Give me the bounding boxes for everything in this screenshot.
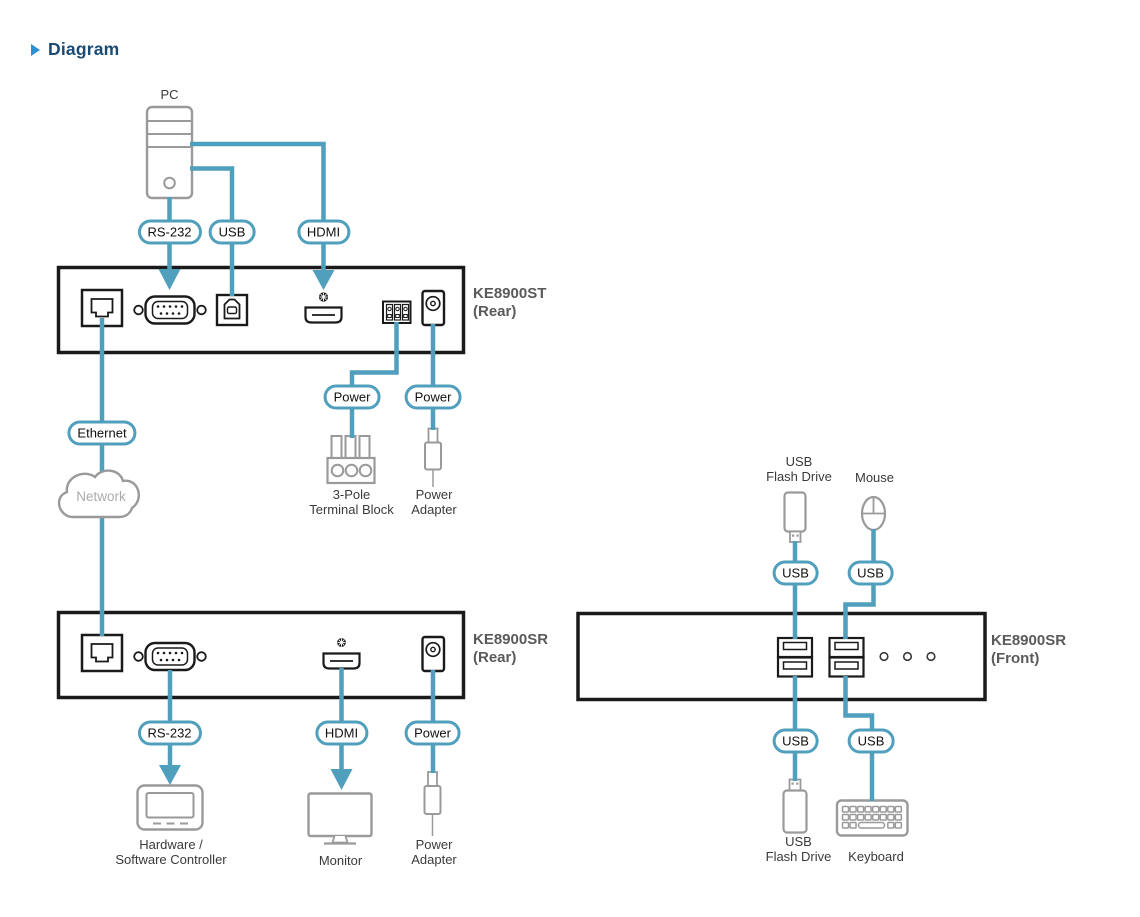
- line-pc-to-usb-st: [190, 166, 235, 296]
- ethernet-port-icon-sr: [80, 633, 124, 673]
- network-cloud-icon: [57, 469, 141, 519]
- power-adapter-icon-top: [424, 427, 442, 487]
- ke8900sr-rear-label: KE8900SR (Rear): [473, 631, 548, 666]
- power-adapter-top-label-line2: Adapter: [411, 501, 457, 517]
- ke8900sr-front-label: KE8900SR (Front): [991, 632, 1066, 667]
- pill-usb-flash-top: USB: [772, 560, 819, 586]
- connection-arrowheads: [158, 269, 353, 790]
- network-label: Network: [76, 489, 126, 504]
- usb-b-port-icon: [215, 293, 249, 327]
- pill-usb-keyboard: USB: [847, 728, 895, 753]
- mouse-label: Mouse: [854, 470, 895, 485]
- power-adapter-bottom-label-line1: Power: [415, 837, 453, 852]
- line-pc-to-hdmi-st: [190, 141, 326, 271]
- section-title: Diagram: [31, 39, 119, 60]
- pill-ethernet: Ethernet: [67, 420, 137, 446]
- pill-usb-top: USB: [208, 219, 256, 245]
- power-adapter-top-label: Power Adapter: [411, 487, 457, 517]
- hdmi-port-icon-sr: [322, 638, 361, 670]
- power-adapter-bottom-label: Power Adapter: [411, 837, 457, 867]
- usb-flash-icon-bottom: [782, 778, 808, 834]
- hdmi-port-icon-st: [304, 292, 343, 324]
- pill-power-adapter-top: Power: [404, 384, 462, 409]
- pill-power-terminal: Power: [323, 384, 381, 409]
- pill-power-adapter-bottom: Power: [404, 720, 461, 746]
- rs232-port-icon-st: [133, 295, 207, 325]
- line-front-to-keyboard: [843, 676, 875, 801]
- pc-icon: [145, 105, 194, 200]
- keyboard-icon: [835, 799, 909, 837]
- front-led-indicators: [879, 651, 936, 662]
- controller-icon: [136, 784, 204, 831]
- pc-label: PC: [160, 87, 179, 102]
- terminal-block-label-line2: Terminal Block: [309, 501, 394, 517]
- ke8900sr-front-model: KE8900SR: [991, 632, 1067, 649]
- power-adapter-icon-bottom: [423, 771, 442, 836]
- power-adapter-top-label-line1: Power: [415, 487, 453, 502]
- ke8900sr-rear-view: (Rear): [473, 648, 517, 666]
- dc-power-jack-icon-sr: [421, 635, 446, 673]
- keyboard-label: Keyboard: [848, 849, 904, 864]
- title-text: Diagram: [48, 39, 120, 59]
- terminal-block-port-icon: [382, 300, 412, 324]
- arrow-into-rs232-st: [158, 269, 181, 290]
- ke8900sr-rear-panel: [56, 610, 466, 700]
- usb-a-ports-front: [776, 636, 865, 678]
- ke8900sr-front-view: (Front): [991, 649, 1040, 667]
- usb-flash-top-label-line2: Flash Drive: [766, 468, 832, 484]
- power-adapter-bottom-label-line2: Adapter: [411, 851, 457, 867]
- terminal-block-label-line1: 3-Pole: [332, 487, 371, 502]
- usb-flash-bottom-label: USB Flash Drive: [765, 834, 832, 864]
- usb-flash-top-label-line1: USB: [785, 454, 813, 469]
- pill-hdmi-bottom: HDMI: [314, 720, 369, 746]
- ke8900sr-rear-model: KE8900SR: [473, 631, 549, 648]
- terminal-block-icon: [326, 435, 376, 485]
- pill-rs232-bottom: RS-232: [137, 720, 202, 746]
- usb-flash-icon-top: [783, 491, 807, 543]
- ke8900st-rear-model: KE8900ST: [473, 285, 547, 302]
- pill-rs232-top: RS-232: [137, 219, 202, 245]
- ke8900st-rear-view: (Rear): [473, 302, 517, 320]
- mouse-icon: [860, 495, 887, 532]
- controller-label-line1: Hardware /: [139, 837, 203, 852]
- arrow-into-monitor: [330, 769, 353, 790]
- terminal-block-label: 3-Pole Terminal Block: [309, 487, 394, 517]
- controller-label-line2: Software Controller: [115, 851, 227, 867]
- arrow-into-hdmi-st: [312, 270, 335, 290]
- monitor-icon: [307, 792, 373, 845]
- arrow-into-controller: [159, 765, 181, 785]
- monitor-label: Monitor: [318, 853, 363, 868]
- ke8900st-rear-label: KE8900ST (Rear): [473, 285, 546, 320]
- pill-usb-flash-bottom: USB: [772, 728, 819, 753]
- usb-flash-top-label: USB Flash Drive: [766, 454, 832, 484]
- dc-power-jack-icon-st: [421, 289, 446, 327]
- pill-hdmi-top: HDMI: [296, 219, 351, 245]
- usb-flash-bottom-label-line1: USB: [785, 834, 812, 849]
- title-arrow-icon: [31, 43, 40, 56]
- pill-usb-mouse: USB: [847, 560, 894, 586]
- usb-flash-bottom-label-line2: Flash Drive: [765, 848, 832, 864]
- controller-label: Hardware / Software Controller: [115, 837, 227, 867]
